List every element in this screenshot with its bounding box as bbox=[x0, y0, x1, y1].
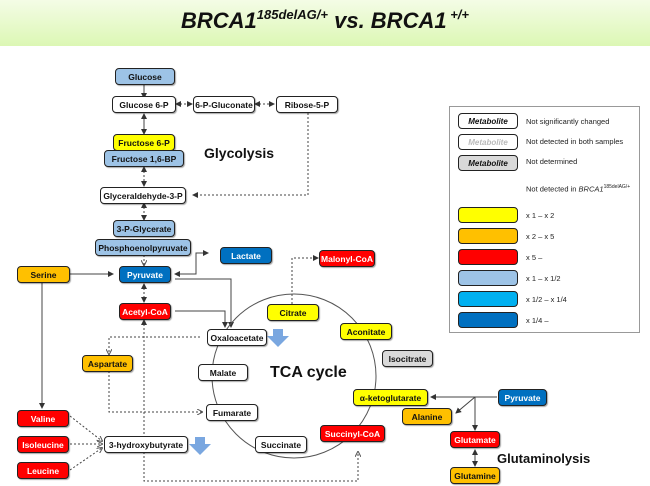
legend-label: x 1/2 – x 1/4 bbox=[526, 295, 567, 304]
page-title: BRCA1185delAG/+ vs. BRCA1 +/+ bbox=[0, 7, 650, 34]
oaa-not-detected-arrow-icon bbox=[267, 329, 289, 347]
node-fructose-6p: Fructose 6-P bbox=[113, 134, 175, 151]
node-succinyl-coa: Succinyl-CoA bbox=[320, 425, 385, 442]
edge-acetylcoa-succinylcoa bbox=[144, 320, 358, 482]
edge-valine-3hb bbox=[69, 415, 102, 441]
legend-swatch-cyan bbox=[458, 291, 518, 307]
legend-swatch-dark-blue bbox=[458, 312, 518, 328]
legend-label-gene: BRCA1 bbox=[578, 184, 604, 194]
node-malate: Malate bbox=[198, 364, 248, 381]
section-label-tca: TCA cycle bbox=[270, 364, 347, 381]
header-banner bbox=[0, 0, 650, 46]
edge-pyruvate2-alanine bbox=[455, 396, 476, 414]
node-aconitate: Aconitate bbox=[340, 323, 392, 340]
legend-label-text: Not detected in bbox=[526, 184, 579, 194]
legend-swatch-yellow bbox=[458, 207, 518, 223]
legend-swatch-light-blue bbox=[458, 270, 518, 286]
legend-swatch-red bbox=[458, 249, 518, 265]
edge-r5p-gap bbox=[192, 113, 309, 198]
legend-swatch-orange bbox=[458, 228, 518, 244]
node-acetyl-coa: Acetyl-CoA bbox=[119, 303, 171, 320]
legend-label: Not significantly changed bbox=[526, 117, 610, 126]
node-6p-gluconate: 6-P-Gluconate bbox=[193, 96, 255, 113]
legend-label: x 2 – x 5 bbox=[526, 232, 555, 241]
node-fructose-16bp: Fructose 1,6-BP bbox=[104, 150, 184, 167]
edge-citrate-malonyl bbox=[291, 255, 319, 304]
legend-label: Not detected in both samples bbox=[526, 137, 624, 146]
legend-swatch-not-changed: Metabolite bbox=[458, 113, 518, 129]
node-pyruvate-glutaminolysis: Pyruvate bbox=[498, 389, 547, 406]
title-vs: vs. BRCA1 bbox=[327, 8, 447, 33]
edge-oaa-aspartate bbox=[109, 336, 200, 354]
node-glutamate: Glutamate bbox=[450, 431, 500, 448]
legend: Metabolite Not significantly changed Met… bbox=[449, 106, 640, 333]
node-glucose: Glucose bbox=[115, 68, 175, 85]
edge-acetylcoa-oaa bbox=[175, 310, 228, 328]
node-3p-glycerate: 3-P-Glycerate bbox=[113, 220, 175, 237]
edge-aspartate-fumarate bbox=[108, 371, 202, 412]
legend-label: Not determined bbox=[526, 157, 578, 166]
node-succinate: Succinate bbox=[255, 436, 307, 453]
title-genotype-1: 185delAG/+ bbox=[256, 7, 328, 22]
node-3-hydroxybutyrate: 3-hydroxybutyrate bbox=[104, 436, 188, 453]
node-aspartate: Aspartate bbox=[82, 355, 133, 372]
node-isocitrate: Isocitrate bbox=[382, 350, 433, 367]
legend-label-genotype: 185delAG/+ bbox=[603, 184, 631, 190]
legend-swatch-not-detected-both: Metabolite bbox=[458, 134, 518, 150]
node-alanine: Alanine bbox=[402, 408, 452, 425]
edge-leucine-3hb bbox=[69, 448, 102, 471]
node-glutamine: Glutamine bbox=[450, 467, 500, 484]
node-malonyl-coa: Malonyl-CoA bbox=[319, 250, 375, 267]
section-label-glutaminolysis: Glutaminolysis bbox=[497, 451, 591, 466]
node-leucine: Leucine bbox=[17, 462, 69, 479]
legend-label: Not detected in BRCA1185delAG/+ bbox=[526, 184, 630, 194]
edge-pyruvate-lactate bbox=[174, 250, 209, 277]
legend-label: x 5 – bbox=[526, 253, 543, 262]
node-phosphoenolpyruvate: Phosphoenolpyruvate bbox=[95, 239, 191, 256]
node-glucose-6p: Glucose 6-P bbox=[112, 96, 176, 113]
legend-swatch-not-determined: Metabolite bbox=[458, 155, 518, 171]
legend-label: x 1 – x 2 bbox=[526, 211, 555, 220]
node-ribose-5p: Ribose-5-P bbox=[276, 96, 338, 113]
node-pyruvate: Pyruvate bbox=[119, 266, 171, 283]
edge-pyruvate-oaa bbox=[175, 278, 234, 328]
node-lactate: Lactate bbox=[220, 247, 272, 264]
section-label-glycolysis: Glycolysis bbox=[204, 145, 275, 161]
node-oxaloacetate: Oxaloacetate bbox=[207, 329, 267, 346]
legend-label: x 1/4 – bbox=[526, 316, 549, 325]
node-citrate: Citrate bbox=[267, 304, 319, 321]
3hb-not-detected-arrow-icon bbox=[189, 437, 211, 455]
node-serine: Serine bbox=[17, 266, 70, 283]
node-glyceraldehyde-3p: Glyceraldehyde-3-P bbox=[100, 187, 186, 204]
node-alpha-ketoglutarate: α-ketoglutarate bbox=[353, 389, 428, 406]
node-valine: Valine bbox=[17, 410, 69, 427]
legend-label: x 1 – x 1/2 bbox=[526, 274, 561, 283]
node-isoleucine: Isoleucine bbox=[17, 436, 69, 453]
title-gene: BRCA1 bbox=[181, 8, 257, 33]
title-genotype-2: +/+ bbox=[446, 7, 469, 22]
node-fumarate: Fumarate bbox=[206, 404, 258, 421]
